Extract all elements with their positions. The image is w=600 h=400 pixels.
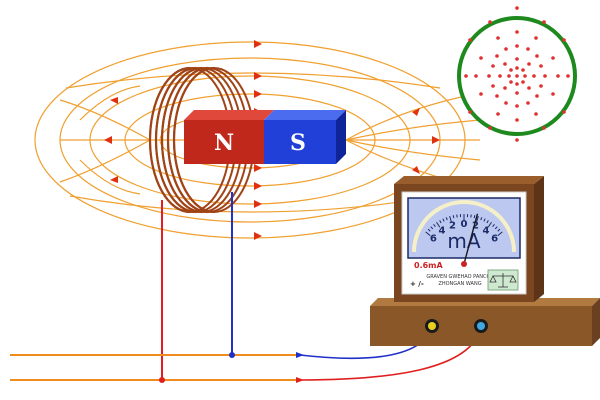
brand-line-2: ZHONGAN WANG — [438, 281, 481, 287]
dial-tick — [486, 220, 489, 224]
dial-tick — [497, 228, 501, 232]
meter-box-side — [534, 176, 544, 302]
dial-tick — [494, 226, 498, 230]
bar-magnet: N S — [184, 110, 346, 164]
dial-number: 4 — [439, 226, 446, 237]
dial-tick — [480, 217, 483, 221]
dial-tick — [483, 218, 486, 222]
dial-tick — [439, 220, 442, 224]
needle-pivot — [461, 261, 467, 267]
minus-terminal-ring — [428, 322, 436, 330]
dial-tick — [430, 226, 434, 230]
south-label: S — [290, 130, 306, 156]
polarity-sign: + /- — [410, 280, 424, 288]
dial-tick — [427, 228, 431, 232]
balance-icon — [489, 273, 517, 288]
dial-tick — [436, 221, 441, 228]
dial-window — [407, 197, 521, 259]
field-direction-arrows — [104, 40, 440, 240]
meter-box-top — [394, 176, 544, 184]
field-cross-section — [457, 6, 577, 142]
dial-tick — [452, 215, 455, 219]
south-pole — [264, 120, 336, 164]
junction-red — [159, 377, 165, 383]
junction-blue — [229, 352, 235, 358]
dial-ticks — [425, 214, 503, 237]
south-pole-end — [336, 110, 346, 164]
dial-number: 4 — [482, 226, 489, 237]
dial-tick — [433, 224, 436, 228]
brand-line-1: GRAVEN GWEHAO PANCOE — [426, 274, 493, 280]
north-label: N — [214, 130, 234, 156]
coil — [148, 66, 215, 214]
dial-tick — [476, 215, 479, 222]
field-dots — [464, 6, 570, 142]
north-pole-top — [184, 110, 274, 120]
dial-tick — [449, 215, 452, 222]
dial-tick — [497, 231, 503, 237]
dial-number: 2 — [472, 221, 479, 232]
north-pole — [184, 120, 264, 164]
range-label: 0.6mA — [414, 261, 444, 270]
dial-number: 2 — [449, 221, 456, 232]
dial-tick — [442, 218, 445, 222]
dial-tick — [473, 215, 476, 219]
dial-number: 0 — [461, 219, 468, 230]
base-side — [592, 298, 600, 346]
plus-terminal-ring — [477, 322, 485, 330]
dial-number: 6 — [491, 233, 498, 244]
meter-needle — [463, 213, 479, 265]
dial-tick — [492, 224, 495, 228]
dial-tick — [445, 217, 448, 221]
south-pole-top — [264, 110, 346, 120]
unit-label: mA — [447, 229, 480, 253]
dial-tick — [425, 231, 431, 237]
dial-tick — [487, 221, 492, 228]
dial-number: 6 — [430, 233, 437, 244]
